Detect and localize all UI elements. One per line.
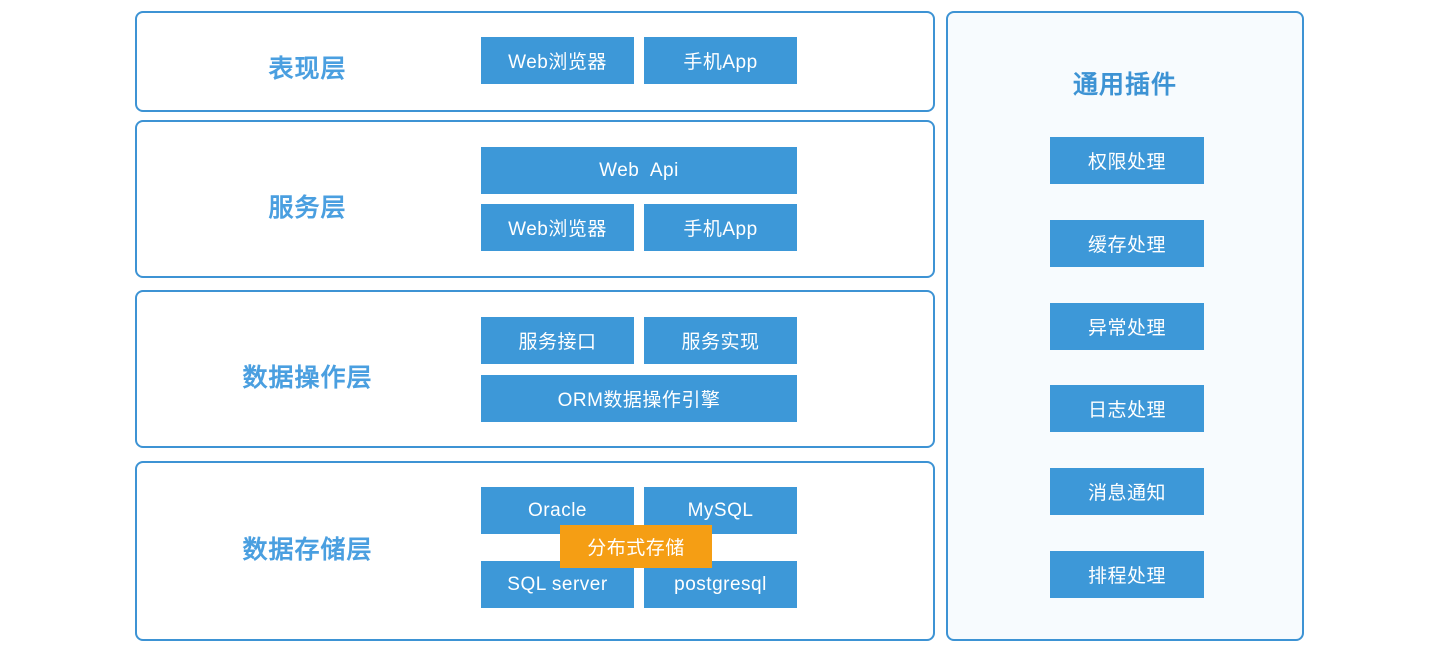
common-plugins-title: 通用插件 <box>1072 71 1177 99</box>
plugin-exception-handling[interactable]: 异常处理 <box>1050 303 1204 350</box>
plugin-message-notification[interactable]: 消息通知 <box>1050 468 1204 515</box>
node-web-browser[interactable]: Web浏览器 <box>481 204 634 251</box>
common-plugins-panel: 通用插件 权限处理缓存处理异常处理日志处理消息通知排程处理 <box>946 11 1304 641</box>
plugin-cache-handling[interactable]: 缓存处理 <box>1050 220 1204 267</box>
node-web-api[interactable]: Web Api <box>481 147 797 194</box>
node-web-browser[interactable]: Web浏览器 <box>481 37 634 84</box>
layer-label-data-operation: 数据操作层 <box>242 364 373 392</box>
node-mobile-app[interactable]: 手机App <box>644 37 797 84</box>
plugin-permission-handling[interactable]: 权限处理 <box>1050 137 1204 184</box>
layer-label-data-storage: 数据存储层 <box>242 536 373 564</box>
plugin-log-handling[interactable]: 日志处理 <box>1050 385 1204 432</box>
plugin-schedule-handling[interactable]: 排程处理 <box>1050 551 1204 598</box>
node-sql-server[interactable]: SQL server <box>481 561 634 608</box>
node-postgresql[interactable]: postgresql <box>644 561 797 608</box>
layer-label-service: 服务层 <box>268 194 347 222</box>
node-service-interface[interactable]: 服务接口 <box>481 317 634 364</box>
node-distributed-storage[interactable]: 分布式存储 <box>560 525 712 568</box>
node-service-implementation[interactable]: 服务实现 <box>644 317 797 364</box>
node-mobile-app[interactable]: 手机App <box>644 204 797 251</box>
layer-panel-service <box>135 120 935 278</box>
node-orm-engine[interactable]: ORM数据操作引擎 <box>481 375 797 422</box>
layer-label-presentation: 表现层 <box>268 55 347 83</box>
